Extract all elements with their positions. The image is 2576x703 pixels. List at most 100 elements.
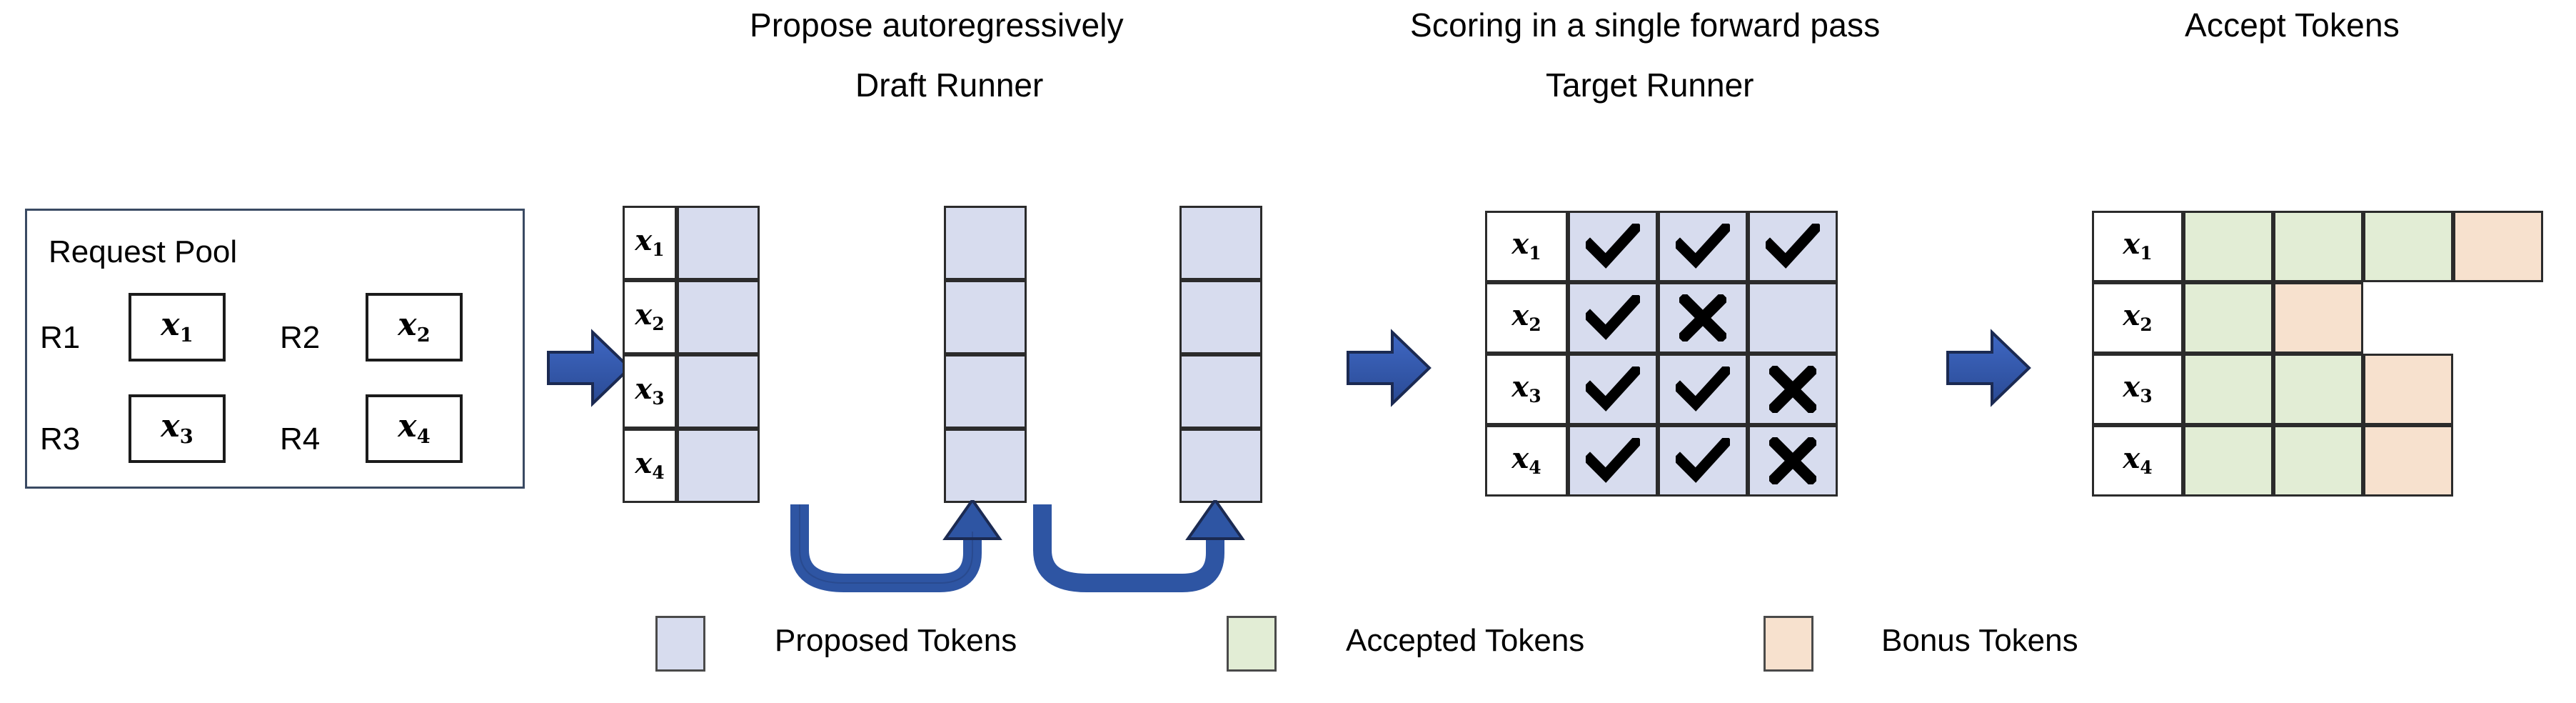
check-icon [1676, 367, 1730, 412]
check-icon [1676, 438, 1730, 484]
heading-scoring-single-forward-pass: Scoring in a single forward pass [1410, 6, 1881, 44]
token-glyph-x1: x1 [1511, 227, 1541, 264]
request-token-cell-r3: x3 [129, 394, 226, 463]
check-icon [1586, 438, 1640, 484]
draft-proposed-cell [1179, 280, 1262, 354]
token-glyph-x3: x3 [161, 408, 193, 448]
autoregressive-loop-arrow-1 [785, 497, 1014, 600]
legend-label-proposed: Proposed Tokens [775, 623, 1017, 658]
draft-proposed-cell [944, 354, 1027, 429]
accept-row-label-x2: x2 [2092, 282, 2183, 354]
legend-swatch-accepted [1227, 616, 1277, 672]
draft-proposed-cell [944, 280, 1027, 354]
draft-proposed-cell [1179, 206, 1262, 280]
request-token-cell-r4: x4 [366, 394, 463, 463]
accept-accepted-cell [2183, 425, 2273, 497]
autoregressive-loop-arrow-2 [1028, 497, 1257, 600]
target-score-cell [1748, 211, 1838, 282]
legend-swatch-bonus [1764, 616, 1813, 672]
target-score-cell [1568, 282, 1658, 354]
accept-row-label-x3: x3 [2092, 354, 2183, 425]
target-score-cell [1748, 354, 1838, 425]
draft-proposed-cell [677, 206, 760, 280]
request-pool-title: Request Pool [49, 234, 238, 269]
token-glyph-x4: x4 [635, 447, 665, 484]
request-label-r4: R4 [280, 422, 321, 457]
draft-row-label-x2: x2 [623, 280, 677, 354]
check-icon [1586, 295, 1640, 341]
request-token-cell-r1: x1 [129, 293, 226, 362]
accept-accepted-cell [2273, 211, 2363, 282]
accept-accepted-cell [2273, 354, 2363, 425]
draft-row-label-x3: x3 [623, 354, 677, 429]
target-row-label-x3: x3 [1485, 354, 1568, 425]
draft-row-label-x1: x1 [623, 206, 677, 280]
accept-bonus-cell [2363, 425, 2453, 497]
token-glyph-x1: x1 [2123, 227, 2153, 264]
target-row-label-x2: x2 [1485, 282, 1568, 354]
accept-accepted-cell [2183, 211, 2273, 282]
legend-label-accepted: Accepted Tokens [1346, 623, 1585, 658]
check-icon [1766, 224, 1820, 269]
stage-arrow-draft-to-target [1342, 325, 1435, 411]
check-icon [1676, 224, 1730, 269]
token-glyph-x3: x3 [2123, 370, 2153, 407]
accept-accepted-cell [2183, 354, 2273, 425]
request-label-r3: R3 [40, 422, 81, 457]
draft-proposed-cell [677, 280, 760, 354]
request-label-r2: R2 [280, 320, 321, 355]
target-score-cell [1658, 425, 1748, 497]
accept-accepted-cell [2363, 211, 2453, 282]
token-glyph-x4: x4 [2123, 442, 2153, 479]
target-row-label-x1: x1 [1485, 211, 1568, 282]
target-row-label-x4: x4 [1485, 425, 1568, 497]
legend-swatch-proposed [655, 616, 705, 672]
target-score-cell [1658, 211, 1748, 282]
heading-propose-autoregressively: Propose autoregressively [750, 6, 1124, 44]
heading-target-runner: Target Runner [1546, 66, 1754, 104]
draft-proposed-cell [677, 354, 760, 429]
draft-proposed-cell [1179, 429, 1262, 503]
stage-arrow-pool-to-draft [543, 325, 635, 411]
accept-bonus-cell [2273, 282, 2363, 354]
target-score-cell-empty [1748, 282, 1838, 354]
legend-label-bonus: Bonus Tokens [1881, 623, 2078, 658]
target-score-cell [1568, 211, 1658, 282]
request-label-r1: R1 [40, 320, 81, 355]
heading-draft-runner: Draft Runner [855, 66, 1044, 104]
token-glyph-x3: x3 [1511, 370, 1541, 407]
stage-arrow-target-to-accept [1942, 325, 2035, 411]
cross-icon [1769, 437, 1816, 484]
check-icon [1586, 367, 1640, 412]
draft-row-label-x4: x4 [623, 429, 677, 503]
token-glyph-x2: x2 [2123, 299, 2153, 336]
heading-accept-tokens: Accept Tokens [2185, 6, 2400, 44]
token-glyph-x2: x2 [635, 298, 665, 335]
token-glyph-x4: x4 [398, 408, 431, 448]
draft-proposed-cell [944, 206, 1027, 280]
token-glyph-x1: x1 [635, 224, 665, 261]
token-glyph-x2: x2 [1511, 299, 1541, 336]
cross-icon [1769, 366, 1816, 413]
target-score-cell [1658, 282, 1748, 354]
cross-icon [1679, 294, 1726, 341]
check-icon [1586, 224, 1640, 269]
token-glyph-x2: x2 [398, 306, 431, 346]
accept-row-label-x4: x4 [2092, 425, 2183, 497]
target-score-cell [1748, 425, 1838, 497]
accept-accepted-cell [2273, 425, 2363, 497]
accept-row-label-x1: x1 [2092, 211, 2183, 282]
target-score-cell [1568, 425, 1658, 497]
accept-accepted-cell [2183, 282, 2273, 354]
draft-proposed-cell [1179, 354, 1262, 429]
token-glyph-x3: x3 [635, 372, 665, 409]
accept-bonus-cell [2453, 211, 2543, 282]
token-glyph-x4: x4 [1511, 442, 1541, 479]
token-glyph-x1: x1 [161, 306, 193, 346]
draft-proposed-cell [944, 429, 1027, 503]
draft-proposed-cell [677, 429, 760, 503]
request-token-cell-r2: x2 [366, 293, 463, 362]
target-score-cell [1658, 354, 1748, 425]
target-score-cell [1568, 354, 1658, 425]
